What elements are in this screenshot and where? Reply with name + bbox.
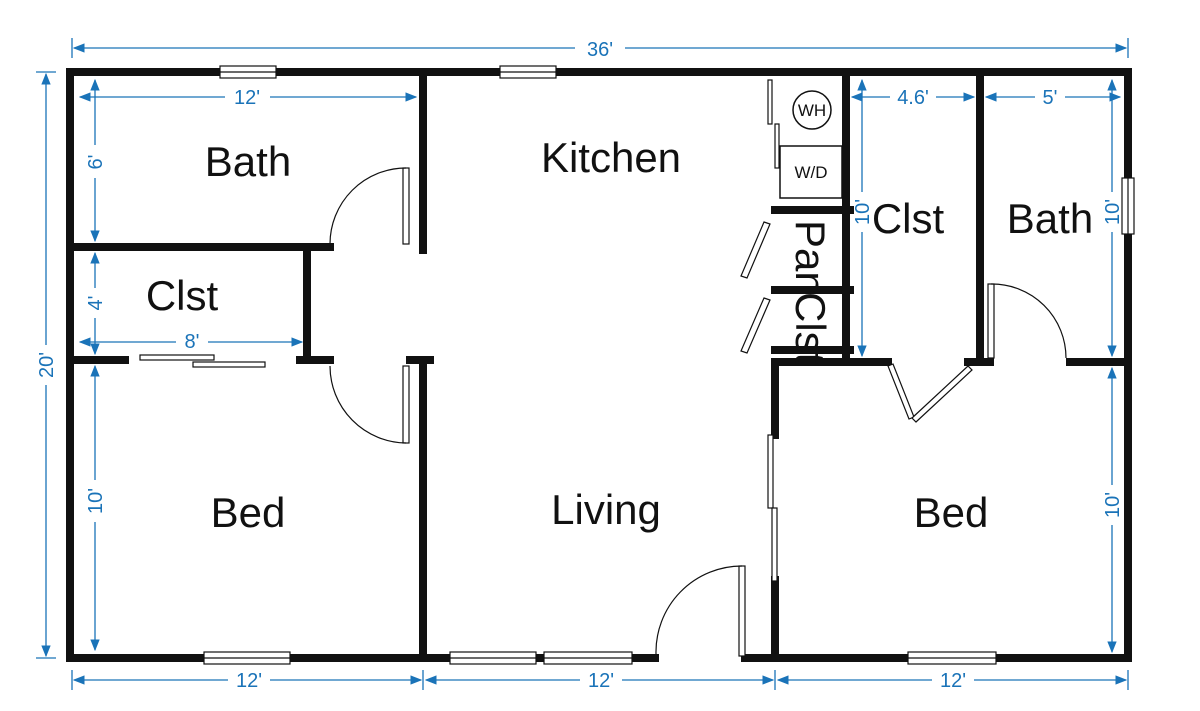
- dim-clst-left-width: 8': [185, 331, 200, 353]
- room-bed-right: Bed: [914, 489, 989, 536]
- dim-bath-left-height: 6': [85, 155, 107, 170]
- dim-overall-height: 20': [36, 352, 58, 378]
- dim-bath-right-height: 10': [1102, 199, 1124, 225]
- dim-bottom-right: 12': [940, 670, 966, 692]
- door-bath-right: [987, 283, 995, 359]
- bifold-wh: [767, 79, 773, 125]
- dim-bath-right-width: 5': [1043, 87, 1058, 109]
- sliding-door-clst-1: [139, 354, 215, 361]
- room-clst-left: Clst: [146, 272, 219, 319]
- room-living: Living: [551, 486, 661, 533]
- door-clst-right: [911, 365, 973, 423]
- door-pantry: [740, 221, 771, 279]
- water-heater-icon: [792, 90, 832, 130]
- dimension-lines: 36' 20' 12' 6' 4' 8' 10' 12' 12': [36, 38, 1129, 692]
- room-clst-right: Clst: [872, 195, 945, 242]
- fixtures: WH W/D: [779, 90, 843, 199]
- door-clst-pantry: [740, 297, 771, 354]
- room-bath-right: Bath: [1007, 195, 1093, 242]
- dim-bed-left-height: 10': [85, 488, 107, 514]
- room-bath-left: Bath: [205, 138, 291, 185]
- sliding-door-clst-2: [192, 361, 266, 368]
- dim-overall-width: 36': [587, 39, 613, 61]
- door-bed-left: [402, 365, 410, 444]
- interior-walls: [66, 68, 1132, 662]
- door-front: [738, 565, 746, 657]
- room-pantry: Pan: [787, 220, 834, 295]
- doors: [139, 79, 1067, 657]
- dim-clst-right-height: 10': [852, 199, 874, 225]
- dim-bottom-left: 12': [236, 670, 262, 692]
- bifold-wd: [774, 123, 780, 169]
- room-kitchen: Kitchen: [541, 134, 681, 181]
- wh-label: WH: [798, 101, 826, 120]
- sliding-door-bed-right-2: [771, 507, 778, 582]
- dim-clst-left-height: 4': [85, 296, 107, 311]
- washer-dryer-icon: [779, 145, 843, 199]
- wd-label: W/D: [794, 163, 827, 182]
- door-bath-left: [402, 167, 410, 245]
- dim-bath-left-width: 12': [234, 87, 260, 109]
- dim-bed-right-height: 10': [1102, 492, 1124, 518]
- sliding-door-bed-right-1: [767, 434, 774, 509]
- windows: [203, 65, 1135, 665]
- room-labels: Bath Clst Kitchen Bed Living Clst Bath B…: [146, 134, 1093, 536]
- dim-clst-right-width: 4.6': [897, 87, 929, 109]
- room-bed-left: Bed: [211, 489, 286, 536]
- room-clst-pantry: Clst: [787, 292, 834, 365]
- dim-bottom-mid: 12': [588, 670, 614, 692]
